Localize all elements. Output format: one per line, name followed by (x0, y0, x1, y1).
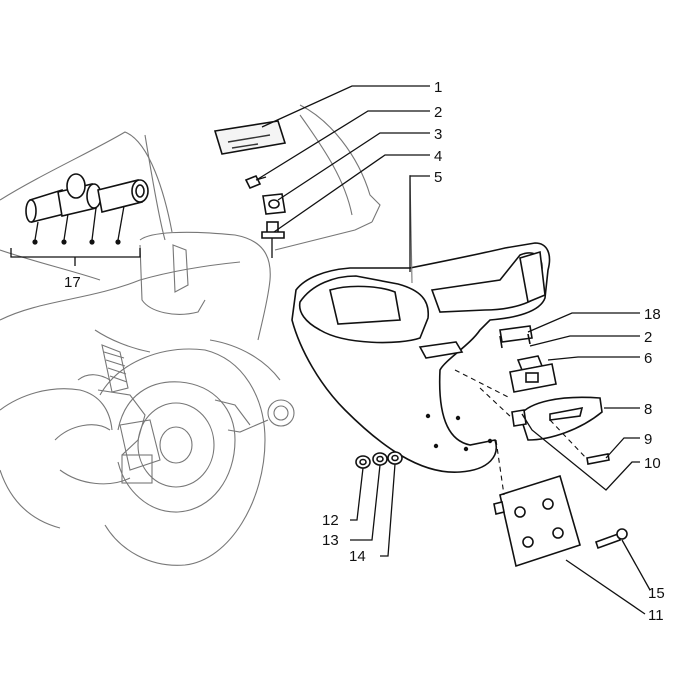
callout-1: 1 (434, 79, 442, 96)
part-5-rear-body (291, 174, 551, 473)
leader-lines (257, 85, 651, 615)
callout-14: 14 (349, 548, 366, 565)
callout-9: 9 (644, 431, 652, 448)
scooter-ghost-outline (0, 104, 381, 566)
callout-10: 10 (644, 455, 661, 472)
parts-2-3-4-bolts-switch (244, 174, 286, 258)
callout-11: 11 (648, 607, 664, 624)
callout-18: 18 (644, 306, 661, 323)
light-assembly-parts (454, 325, 610, 465)
callout-6: 6 (644, 350, 652, 367)
parts-12-13-14-washers (355, 451, 403, 469)
callout-8: 8 (644, 401, 652, 418)
callout-2: 2 (434, 104, 442, 121)
callout-numbers: 1 2 3 4 5 17 18 2 6 8 9 10 12 13 14 15 1… (64, 79, 665, 624)
callout-13: 13 (322, 532, 339, 549)
part-11-plate-holder (493, 439, 628, 568)
part-17-lock-set (10, 173, 149, 266)
part-1-badge (213, 120, 287, 155)
callout-17: 17 (64, 274, 81, 291)
callout-15: 15 (648, 585, 665, 602)
callout-5: 5 (434, 169, 442, 186)
callout-12: 12 (322, 512, 339, 529)
callout-4: 4 (434, 148, 442, 165)
callout-3: 3 (434, 126, 442, 143)
callout-2b: 2 (644, 329, 652, 346)
